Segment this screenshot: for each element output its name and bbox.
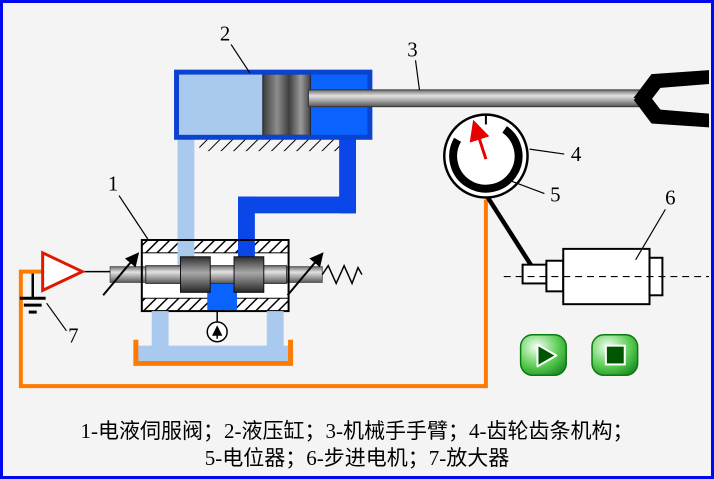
return-pipe-left [151, 311, 169, 353]
pipe-dark-horizontal [238, 196, 357, 214]
spool-rod [145, 265, 288, 284]
play-button[interactable] [519, 334, 567, 377]
leader-5 [507, 179, 545, 195]
feedback-wire [18, 199, 488, 389]
piston [262, 73, 311, 136]
label-6: 6 [665, 186, 675, 209]
spring-icon [321, 263, 363, 286]
spool-stub-right [284, 266, 323, 283]
label-3: 3 [407, 38, 417, 61]
hydraulic-servo-diagram: 1 2 3 4 5 6 7 [18, 23, 710, 389]
pipe-dark-vertical-right [339, 136, 357, 214]
play-icon [536, 343, 558, 368]
stepper-motor [503, 247, 710, 306]
amplifier [19, 250, 111, 314]
stop-icon [604, 344, 626, 366]
gripper-lower-claw [633, 92, 710, 128]
gripper [633, 70, 710, 128]
gauge-needle [469, 119, 490, 160]
tank-outline [133, 339, 294, 366]
piston-rod [307, 89, 641, 108]
amplifier-triangle [41, 250, 86, 293]
valve-top-wall [141, 239, 290, 254]
leader-lines [46, 44, 666, 332]
spool-land-left [180, 256, 211, 293]
oil-tank [133, 311, 294, 366]
leader-4 [529, 148, 565, 155]
caption: 1-电液伺服阀；2-液压缸；3-机械手手臂；4-齿轮齿条机构； 5-电位器；6-… [3, 418, 711, 472]
label-7: 7 [68, 325, 78, 348]
leader-1 [118, 195, 149, 240]
motor-coupling [521, 263, 548, 285]
pipe-light [177, 136, 195, 265]
servo-valve [102, 239, 363, 313]
label-1: 1 [108, 173, 118, 196]
motor-link-rod [486, 196, 537, 272]
tank-fluid [137, 345, 289, 363]
valve-arrow-left [102, 252, 140, 296]
valve-arrow-right [286, 252, 324, 296]
caption-line-1: 1-电液伺服阀；2-液压缸；3-机械手手臂；4-齿轮齿条机构； [80, 419, 634, 443]
valve-return-port [207, 283, 238, 311]
stop-button[interactable] [591, 334, 639, 377]
gripper-upper-claw [633, 70, 710, 105]
gear-rack-arc [449, 126, 523, 193]
spool-land-right [233, 256, 265, 293]
label-5: 5 [550, 184, 560, 207]
valve-outline [140, 239, 290, 313]
return-pipe-right [266, 311, 284, 353]
label-4: 4 [571, 143, 582, 166]
leader-3 [414, 60, 421, 90]
leader-7 [46, 302, 67, 332]
ground-icon [19, 273, 46, 314]
potentiometer-gauge [443, 113, 529, 199]
cylinder-mount-hatch [199, 138, 347, 152]
caption-line-2: 5-电位器；6-步进电机；7-放大器 [204, 446, 510, 470]
leader-2 [230, 44, 251, 74]
label-2: 2 [220, 23, 230, 46]
leader-6 [635, 209, 666, 261]
